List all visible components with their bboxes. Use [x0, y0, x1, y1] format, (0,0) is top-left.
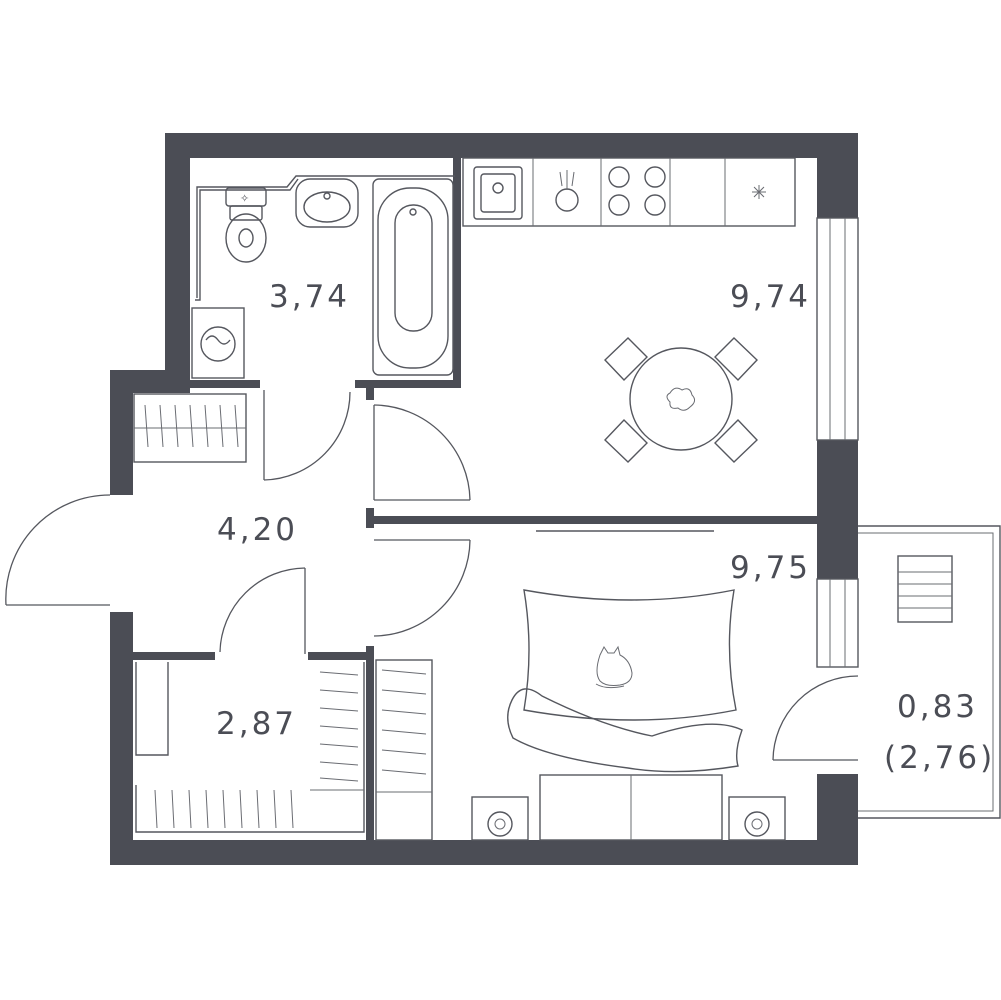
- bathtub-icon: [372, 178, 454, 376]
- windows: [816, 217, 859, 668]
- kitchen-sink-icon: [473, 166, 523, 220]
- balcony: [858, 525, 1001, 819]
- bedroom-wardrobe-icon: [375, 659, 433, 841]
- chair-icon: [604, 337, 758, 463]
- balcony-chair-icon: [897, 555, 953, 623]
- toilet-icon: ✧: [225, 187, 267, 263]
- area-labels: 3,74 9,74 4,20 9,75 2,87 0,83 (2,76): [216, 279, 995, 776]
- sink-icon: [295, 178, 359, 228]
- nightstand-lamp-icon: [471, 796, 786, 841]
- room-area-hall: 4,20: [217, 512, 298, 548]
- wardrobe-icon: [133, 393, 247, 463]
- walls: [110, 133, 858, 865]
- svg-text:✧: ✧: [240, 192, 249, 205]
- room-area-kitchen: 9,74: [730, 279, 811, 315]
- room-area-wardrobe: 2,87: [216, 706, 297, 742]
- wardrobe-shelves: [135, 662, 365, 833]
- fridge-icon: [752, 185, 766, 199]
- faucet-icon: [555, 170, 579, 212]
- bathroom-outline: [195, 175, 455, 301]
- cat-icon: [595, 645, 633, 689]
- room-area-bathroom: 3,74: [269, 279, 350, 315]
- room-area-bedroom: 9,75: [730, 550, 811, 586]
- room-area-balcony: 0,83: [897, 689, 978, 725]
- doors: [5, 390, 859, 761]
- dining-table-icon: [629, 347, 733, 451]
- bed-icon: [507, 530, 743, 841]
- kitchen-counter: [462, 157, 796, 227]
- cooktop-icon: [608, 166, 666, 216]
- room-area-balcony-full: (2,76): [884, 740, 995, 776]
- washing-machine-icon: [191, 307, 245, 379]
